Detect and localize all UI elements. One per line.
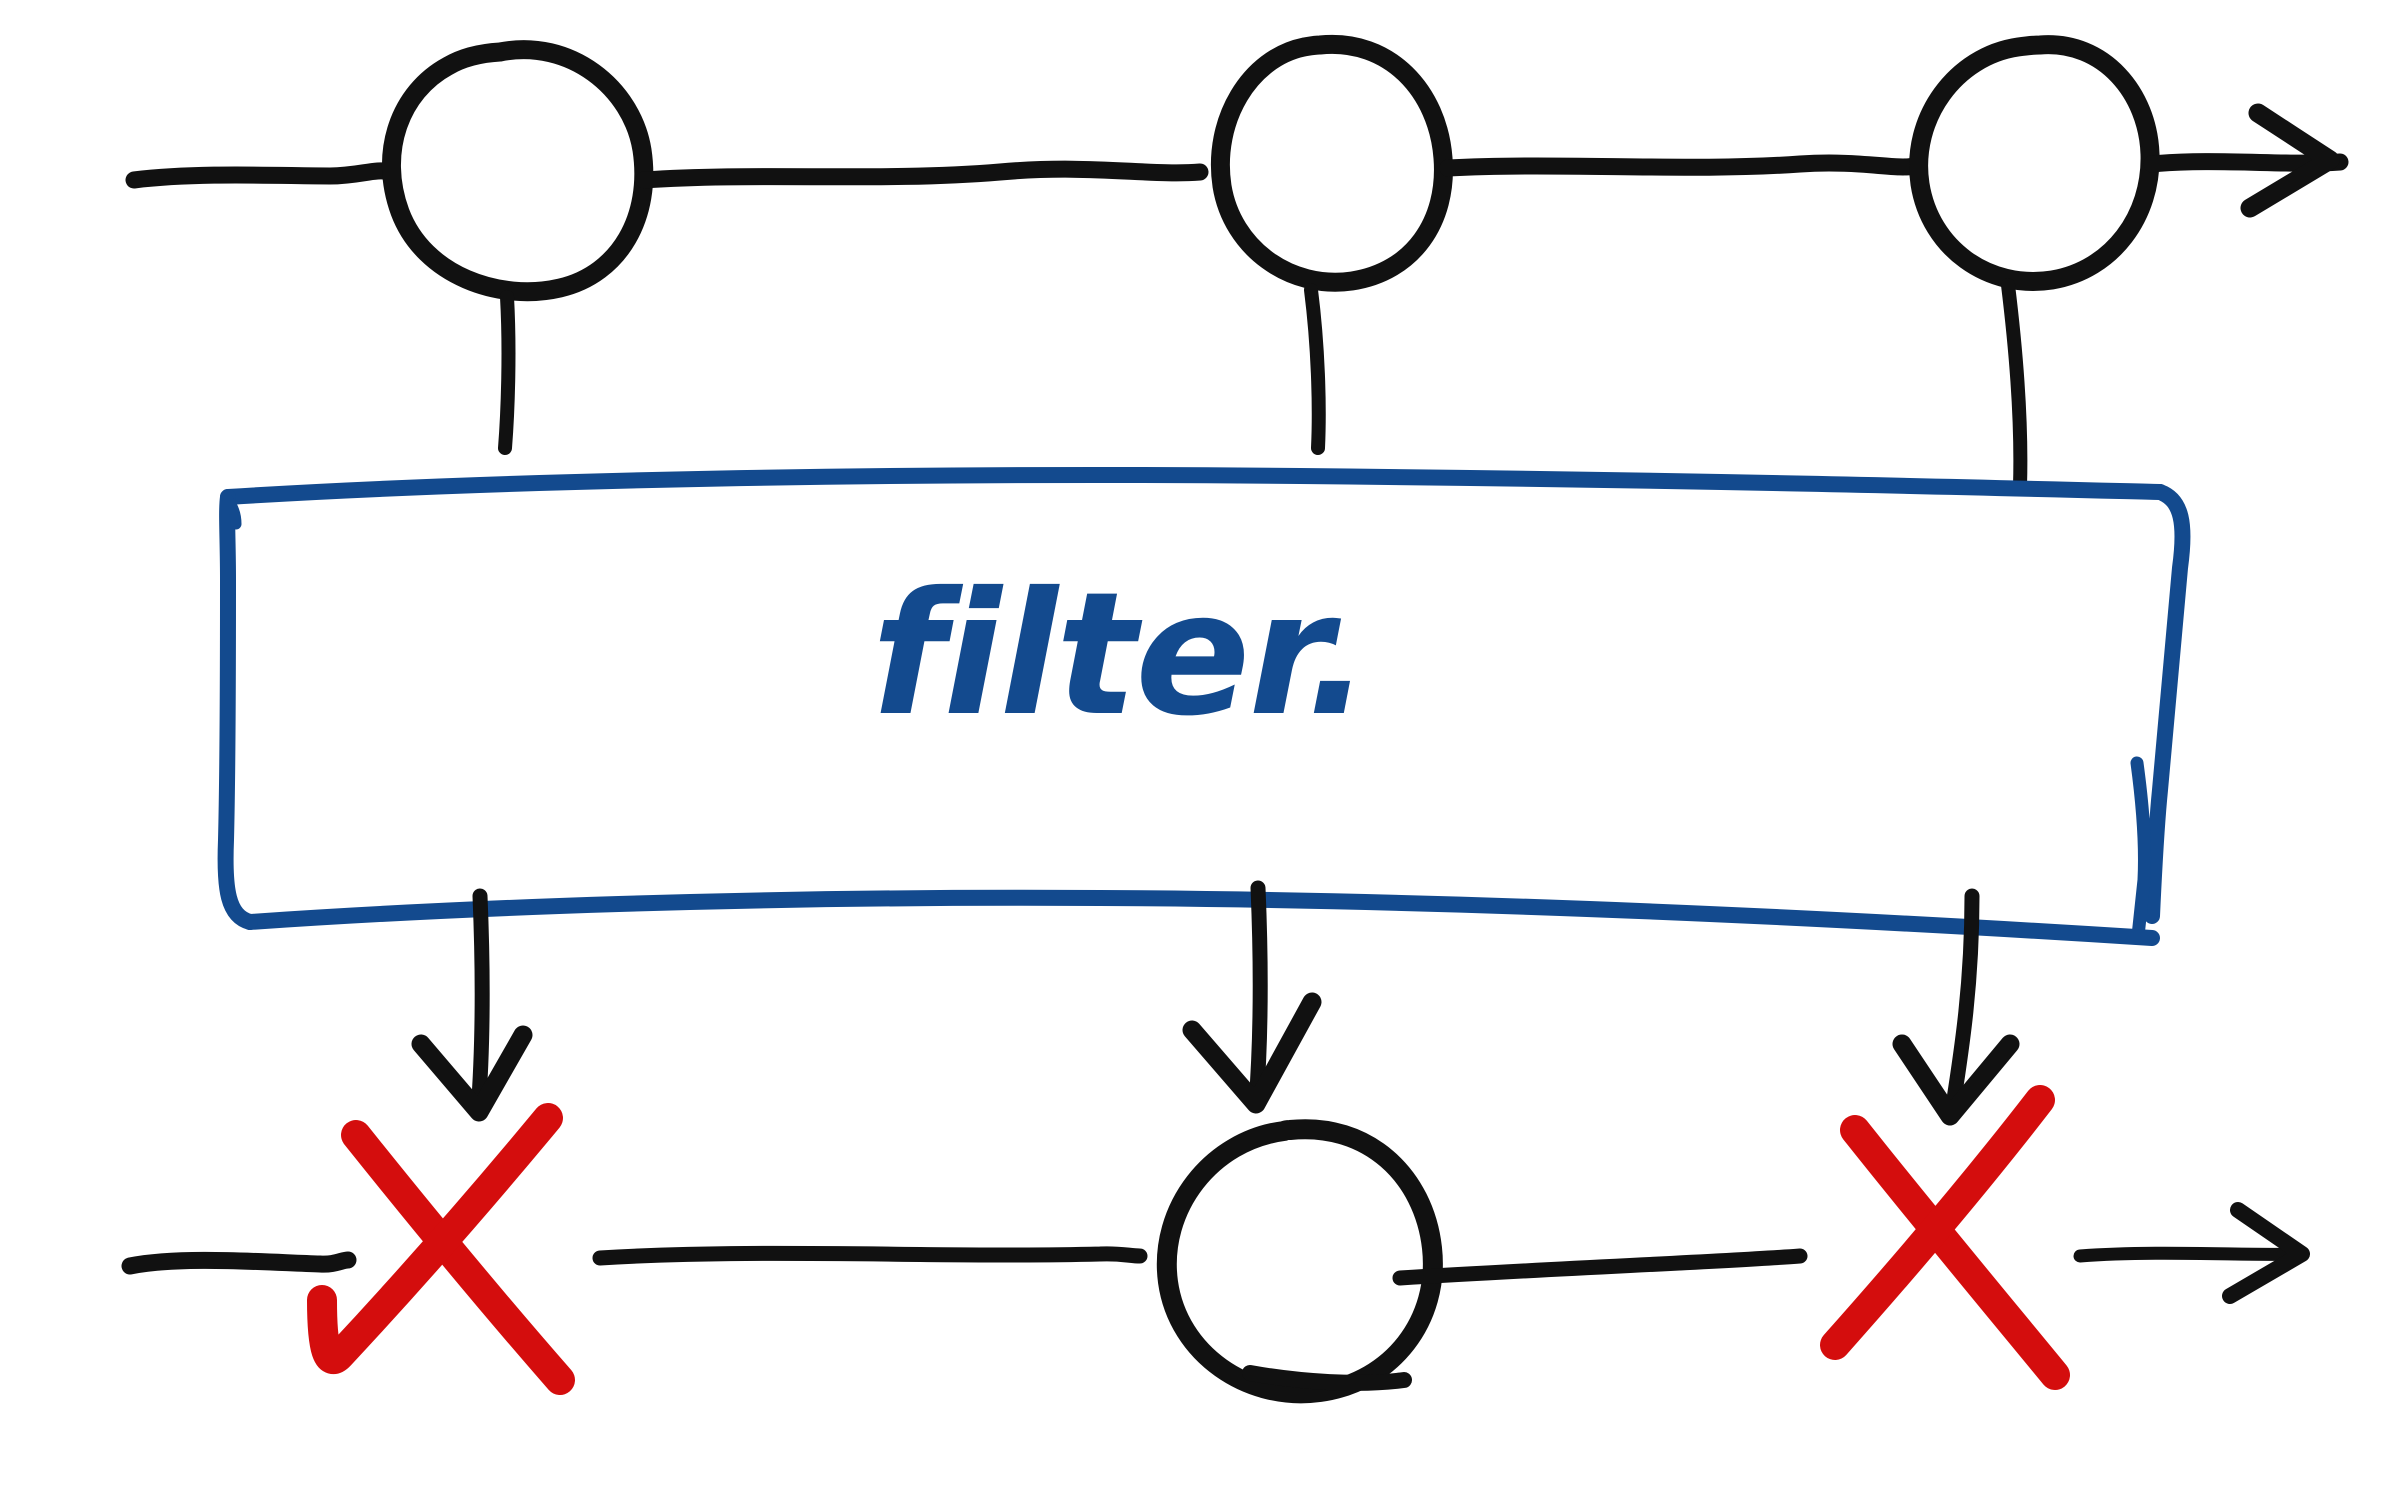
input-line-segment-2 (635, 160, 1209, 189)
output-stream (121, 1085, 2310, 1404)
input-line-segment-3 (1439, 154, 1924, 177)
filter-down-arrow-3-shaft (1944, 888, 1980, 1120)
input-line-segment-1 (125, 162, 399, 189)
reject-cross-1-stroke-b (307, 1103, 563, 1374)
output-line-segment-3 (1392, 1248, 1808, 1286)
output-arrowhead-icon (2222, 1202, 2310, 1304)
filter-box-bottom-edge (242, 889, 2160, 946)
connector-node2-to-filter (1304, 283, 1326, 455)
input-node-3-circle (1909, 35, 2160, 291)
filter-box-top-edge (220, 466, 2168, 505)
input-node-2-circle (1211, 34, 1453, 292)
output-node-1-rejected (307, 1103, 575, 1395)
output-node-2-circle-tail (1242, 1365, 1412, 1391)
filter-box-left-edge (217, 489, 258, 930)
connector-node1-to-filter (498, 290, 516, 455)
input-arrowhead-icon (2240, 103, 2340, 218)
input-node-1-circle (382, 40, 654, 302)
reject-cross-2-stroke-b (1820, 1085, 2055, 1360)
filter-box[interactable] (217, 466, 2191, 946)
reject-cross-1-stroke-a (341, 1120, 575, 1395)
output-line-segment-4 (2073, 1246, 2307, 1263)
filter-down-arrow-2-head-icon (1182, 992, 1322, 1114)
filter-down-arrow-2-shaft (1248, 880, 1268, 1112)
filter-box-right-edge (2144, 484, 2191, 924)
output-line-segment-2 (592, 1245, 1148, 1266)
reject-cross-2-stroke-a (1840, 1115, 2070, 1390)
filter-down-arrow-3-head-icon (1892, 1034, 2020, 1126)
filter-down-arrow-1-shaft (470, 888, 490, 1120)
output-line-segment-1 (121, 1251, 357, 1275)
output-node-3-rejected (1820, 1085, 2070, 1390)
output-node-2-kept-circle (1156, 1119, 1443, 1404)
filter-box-left-corner-tick (222, 494, 242, 530)
filter-box-right-overshoot (2130, 756, 2152, 943)
input-stream (125, 34, 2349, 493)
connector-node3-to-filter (2001, 278, 2028, 493)
filter-down-arrow-1-head-icon (411, 1025, 533, 1122)
filter-output-connectors (411, 880, 2020, 1126)
